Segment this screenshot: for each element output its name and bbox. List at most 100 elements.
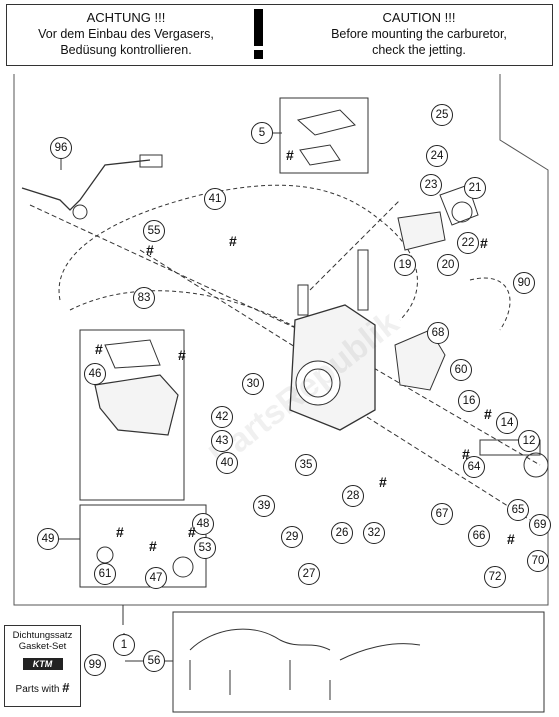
carb-slide-rod: [297, 284, 309, 316]
callout-22: 22: [457, 232, 479, 254]
parts-with-symbol: #: [62, 680, 70, 695]
gasket-set-label-en: Gasket-Set: [18, 641, 67, 652]
callout-1: 1: [113, 634, 135, 656]
float-bowl-gasket: [104, 339, 161, 369]
vent-hose-set-2: [189, 660, 331, 700]
warning-german: ACHTUNG !!! Vor dem Einbau des Vergasers…: [7, 10, 245, 58]
callout-40: 40: [216, 452, 238, 474]
callout-69: 69: [529, 514, 551, 536]
callout-28: 28: [342, 485, 364, 507]
callout-24: 24: [426, 145, 448, 167]
callout-5: 5: [251, 122, 273, 144]
cover-gasket: [299, 144, 341, 166]
callout-99: 99: [84, 654, 106, 676]
gasket-mark-55: #: [146, 242, 154, 258]
callout-14: 14: [496, 412, 518, 434]
carburetor-bore: [295, 360, 341, 406]
hose-kit-frame: [172, 611, 545, 713]
drain-plug: [96, 546, 114, 564]
callout-55: 55: [143, 220, 165, 242]
tps-sensor: [397, 211, 446, 251]
cover-frame: [279, 97, 369, 174]
callout-70: 70: [527, 550, 549, 572]
carburetor-bore-inner: [303, 368, 333, 398]
throttle-shaft: [479, 439, 541, 456]
callout-35: 35: [295, 454, 317, 476]
exclamation-icon: [247, 9, 269, 59]
callout-72: 72: [484, 566, 506, 588]
callout-68: 68: [427, 322, 449, 344]
callout-30: 30: [242, 373, 264, 395]
parts-with-label: Parts with: [15, 684, 60, 695]
callout-49: 49: [37, 528, 59, 550]
callout-67: 67: [431, 503, 453, 525]
warning-english-line1: Before mounting the carburetor,: [331, 27, 507, 41]
warning-english-title: CAUTION !!!: [382, 10, 456, 25]
callout-66: 66: [468, 525, 490, 547]
assembly-line-e: [309, 199, 401, 291]
cable-eye: [72, 204, 88, 220]
warning-german-title: ACHTUNG !!!: [86, 10, 166, 25]
assembly-line-d: [339, 399, 531, 521]
vent-hose-loop-3: [469, 277, 511, 331]
callout-56: 56: [143, 650, 165, 672]
float-bowl: [94, 374, 179, 436]
callout-65: 65: [507, 499, 529, 521]
parts-with-legend: Parts with #: [5, 680, 80, 695]
assembly-line-b: [139, 249, 301, 351]
vent-hose-loop: [58, 184, 418, 321]
gasket-mark-47: #: [149, 538, 157, 554]
gasket-mark-cover: #: [286, 147, 294, 163]
callout-83: 83: [133, 287, 155, 309]
gasket-mark-32: #: [379, 474, 387, 490]
callout-53: 53: [194, 537, 216, 559]
carb-stud: [357, 249, 369, 311]
callout-96: 96: [50, 137, 72, 159]
callout-19: 19: [394, 254, 416, 276]
warning-english-line2: check the jetting.: [372, 43, 466, 57]
callout-21: 21: [464, 177, 486, 199]
callout-16: 16: [458, 390, 480, 412]
assembly-outline: [13, 74, 549, 606]
ktm-logo: KTM: [22, 658, 63, 670]
warning-german-line1: Vor dem Einbau des Vergasers,: [38, 27, 214, 41]
float-bowl-frame: [79, 329, 185, 501]
vent-hose-set: [189, 628, 421, 661]
gasket-set-label-de: Dichtungssatz: [12, 630, 73, 641]
callout-48: 48: [192, 513, 214, 535]
throttle-pulley: [523, 452, 549, 478]
callout-43: 43: [211, 430, 233, 452]
gasket-mark-bowl: #: [95, 341, 103, 357]
callout-39: 39: [253, 495, 275, 517]
drain-cap: [172, 556, 194, 578]
assembly-line-a: [29, 204, 301, 331]
callout-12: 12: [518, 430, 540, 452]
gasket-mark-64: #: [462, 446, 470, 462]
sensor-o-ring: [451, 201, 473, 223]
callout-61: 61: [94, 563, 116, 585]
callout-42: 42: [211, 406, 233, 428]
callout-60: 60: [450, 359, 472, 381]
callout-46: 46: [84, 363, 106, 385]
warning-banner: ACHTUNG !!! Vor dem Einbau des Vergasers…: [6, 4, 553, 66]
callout-26: 26: [331, 522, 353, 544]
warning-english: CAUTION !!! Before mounting the carburet…: [285, 10, 553, 58]
gasket-mark-41: #: [229, 233, 237, 249]
gasket-mark-48: #: [188, 524, 196, 540]
gasket-mark-14: #: [484, 406, 492, 422]
callout-64: 64: [463, 456, 485, 478]
gasket-set-legend: Dichtungssatz Gasket-Set KTM Parts with …: [4, 625, 81, 707]
callout-32: 32: [363, 522, 385, 544]
throttle-cable: [21, 159, 151, 211]
assembly-line-c: [359, 359, 541, 466]
callout-27: 27: [298, 563, 320, 585]
callout-20: 20: [437, 254, 459, 276]
gasket-mark-83: #: [178, 347, 186, 363]
gasket-mark-69: #: [507, 531, 515, 547]
callout-23: 23: [420, 174, 442, 196]
pump-cover: [394, 329, 446, 391]
warning-german-line2: Bedüsung kontrollieren.: [60, 43, 192, 57]
gasket-mark-22: #: [480, 235, 488, 251]
carb-top-cover: [296, 109, 356, 136]
